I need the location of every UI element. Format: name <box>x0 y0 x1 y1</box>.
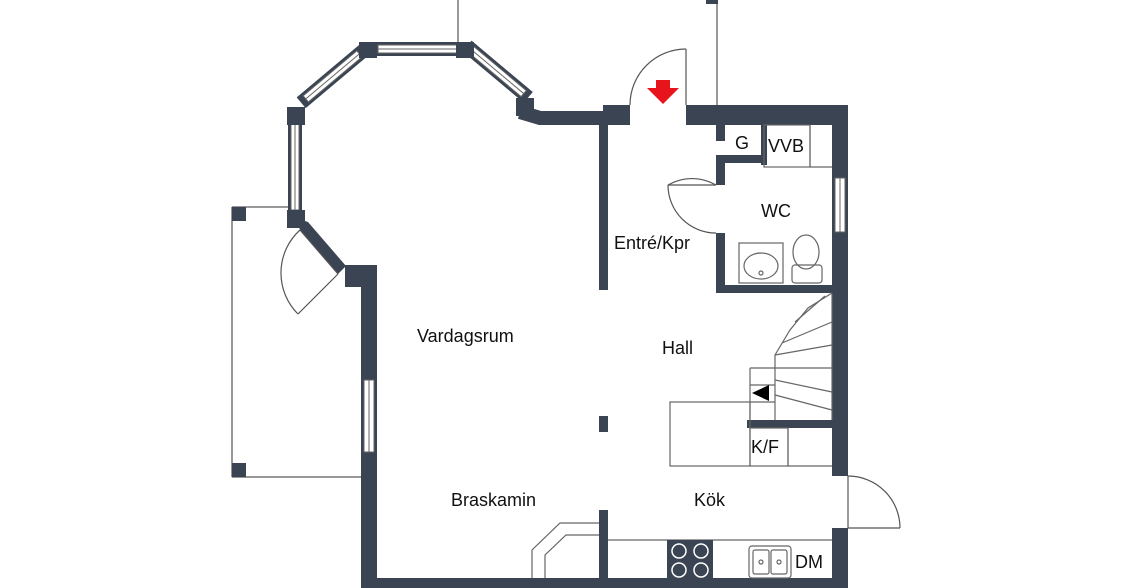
cabinets <box>763 124 832 168</box>
room-label-g: G <box>735 133 749 153</box>
kitchen-door[interactable] <box>847 475 901 529</box>
living-window <box>361 377 377 455</box>
room-label-entre: Entré/Kpr <box>614 233 690 253</box>
entry-arrow-icon-stem <box>656 80 670 89</box>
toilet-icon <box>791 234 823 284</box>
entry-arrow-icon <box>647 88 679 104</box>
interior-walls <box>599 125 848 588</box>
room-label-braskamin: Braskamin <box>451 490 536 510</box>
kitchen-sink-icon <box>748 545 792 579</box>
porch-post <box>232 463 246 477</box>
entry-door[interactable] <box>629 48 687 106</box>
room-label-vardagsrum: Vardagsrum <box>417 326 514 346</box>
room-label-kf: K/F <box>751 437 779 457</box>
staircase <box>749 292 833 420</box>
stove-icon <box>667 540 713 580</box>
room-label-dm: DM <box>795 552 823 572</box>
wc-door[interactable] <box>667 178 717 234</box>
stair-arrow-icon <box>752 385 769 401</box>
exterior-walls <box>296 105 848 588</box>
room-label-hall: Hall <box>662 338 693 358</box>
fireplace <box>531 522 599 578</box>
washbasin-icon <box>738 242 784 284</box>
porch-post <box>232 207 246 221</box>
bay-windows <box>287 40 534 228</box>
patio-door[interactable] <box>280 229 339 315</box>
room-label-vvb: VVB <box>768 136 804 156</box>
porch-outline <box>231 0 718 478</box>
kitchen-counter <box>608 401 832 541</box>
room-label-wc: WC <box>761 201 791 221</box>
wc-window <box>832 175 848 235</box>
room-label-kok: Kök <box>694 490 726 510</box>
